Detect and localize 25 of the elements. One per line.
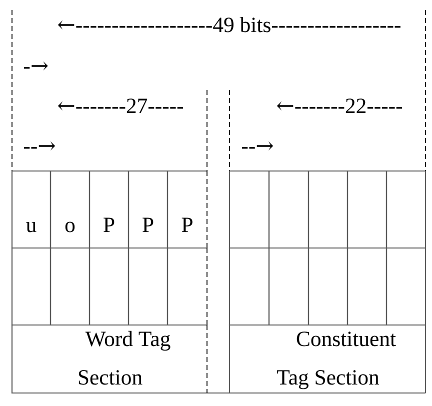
table-cell <box>128 247 168 326</box>
dimension-label: ←-------------------49 bits------------------ -→ <box>24 16 400 70</box>
table-cell <box>386 170 426 249</box>
table-cell: P <box>128 170 168 249</box>
table-cell <box>268 170 310 249</box>
table-cell <box>50 247 90 326</box>
table-cell: Constituent Tag Section <box>228 324 426 394</box>
table-cell <box>88 247 130 326</box>
table-cell: P <box>88 170 130 249</box>
table-cell: Word Tag Section <box>11 324 208 394</box>
table-cell <box>308 247 348 326</box>
table-cell: P <box>166 170 208 249</box>
table-cell <box>268 247 310 326</box>
dimension-label: ←-------27----- --→ <box>24 98 184 150</box>
dimension-label: ←-------22----- --→ <box>242 98 402 150</box>
table-cell <box>386 247 426 326</box>
table-cell <box>166 247 208 326</box>
table-cell <box>228 170 270 249</box>
table-cell: o <box>50 170 90 249</box>
table-cell: u <box>11 170 52 249</box>
table-cell <box>11 247 52 326</box>
table-cell <box>228 247 270 326</box>
table-cell <box>346 170 388 249</box>
table-cell <box>346 247 388 326</box>
table-cell <box>308 170 348 249</box>
